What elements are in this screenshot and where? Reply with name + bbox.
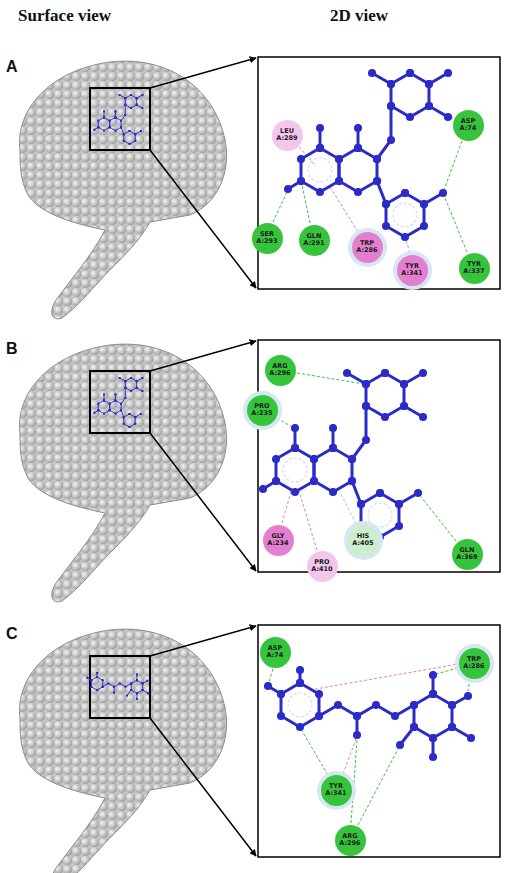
- residue-label: GLY A:234: [266, 533, 290, 547]
- residue-label: TYR A:341: [400, 263, 424, 277]
- residue-circle: ASP A:74: [453, 110, 484, 141]
- residue-label: TRP A:286: [462, 656, 486, 670]
- residue-circle: PRO A:410: [307, 551, 338, 582]
- panel-letter: B: [6, 340, 18, 358]
- residue-circle: ARG A:296: [265, 355, 296, 386]
- residue-label: LEU A:289: [275, 128, 299, 142]
- ligand: [268, 670, 471, 757]
- residue-label: GLN A:291: [302, 233, 326, 247]
- residue-label: TYR A:341: [324, 783, 348, 797]
- ligand-small: [94, 378, 142, 427]
- panel-letter: C: [6, 625, 18, 643]
- residue-circle: ASP A:74: [260, 637, 291, 668]
- interaction-lines: [269, 107, 470, 825]
- panel-letter: A: [6, 58, 18, 76]
- residue-circle: TYR A:341: [321, 775, 352, 806]
- residue-circle: HIS A:405: [348, 525, 379, 556]
- protein-surface: [20, 340, 500, 602]
- column-header: 2D view: [330, 6, 388, 26]
- residue-circle: TYR A:341: [397, 255, 428, 286]
- residue-label: PRO A:410: [310, 559, 334, 573]
- residue-label: SER A:293: [255, 231, 279, 245]
- ligand: [263, 373, 423, 537]
- residue-label: ARG A:296: [268, 363, 292, 377]
- ligand-small: [94, 95, 142, 144]
- residue-circle: TYR A:337: [459, 253, 490, 284]
- residue-circle: GLN A:291: [299, 225, 330, 256]
- column-header: Surface view: [18, 6, 111, 26]
- residue-label: GLN A:369: [455, 547, 479, 561]
- residue-label: PRO A:235: [250, 403, 274, 417]
- residue-circle: GLY A:234: [263, 525, 294, 556]
- ligand-small: [87, 673, 148, 699]
- residue-label: ASP A:74: [456, 118, 480, 132]
- residue-circle: PRO A:235: [247, 395, 278, 426]
- residue-circle: LEU A:289: [272, 120, 303, 151]
- residue-circle: GLN A:369: [452, 539, 483, 570]
- ligand: [288, 73, 448, 237]
- residue-label: ARG A:296: [338, 833, 362, 847]
- residue-circle: TRP A:286: [459, 648, 490, 679]
- residue-label: HIS A:405: [351, 533, 375, 547]
- residue-circle: TRP A:286: [352, 232, 383, 263]
- residue-circle: ARG A:296: [335, 825, 366, 856]
- residue-label: TRP A:286: [355, 240, 379, 254]
- protein-surface: [20, 625, 500, 873]
- protein-surface: [20, 57, 500, 319]
- residue-circle: SER A:293: [252, 223, 283, 254]
- residue-label: TYR A:337: [462, 261, 486, 275]
- residue-label: ASP A:74: [263, 645, 287, 659]
